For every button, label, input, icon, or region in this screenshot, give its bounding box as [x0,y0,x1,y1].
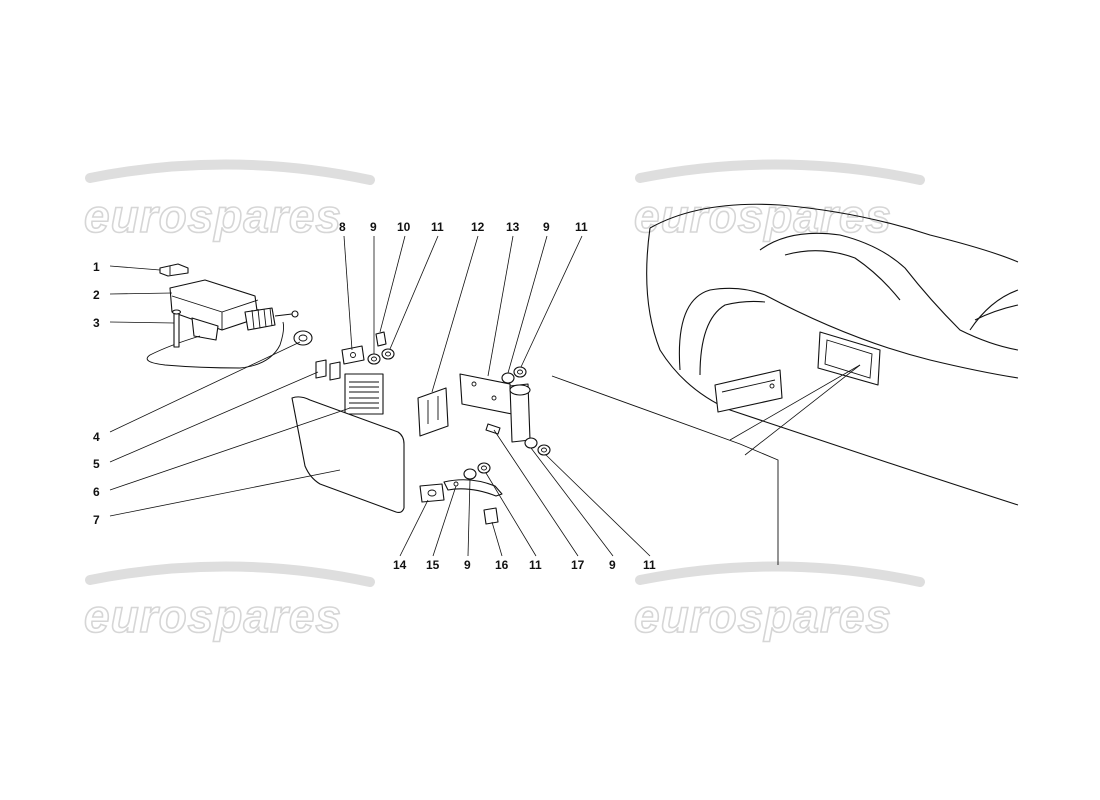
callout-6: 6 [93,485,100,499]
watermark-text: eurospares [634,190,892,242]
callout-11: 11 [575,220,588,234]
part-17-screw [485,423,501,435]
callout-10: 10 [397,220,411,234]
part-8-bracket [341,345,365,365]
callout-1: 1 [93,260,100,274]
part-9-nut-a [367,353,381,365]
watermark-bottom-left: eurospares [83,561,375,643]
callout-labels: 1 2 3 4 5 6 7 8 9 10 11 12 13 9 11 14 15… [93,220,656,572]
watermark-top-left: eurospares [83,159,375,243]
watermark-bottom-right: eurospares [633,561,925,643]
callout-8: 8 [339,220,346,234]
callout-7: 7 [93,513,100,527]
part-9-nut-c [463,468,477,480]
watermark-text: eurospares [84,190,342,242]
part-14-washer [419,483,445,503]
callout-9: 9 [464,558,471,572]
callout-5: 5 [93,457,100,471]
callout-17: 17 [571,558,585,572]
part-9-nut-b [501,372,515,384]
part-15-strap [443,479,503,497]
part-4-grommet [293,330,313,346]
part-1-clip [159,263,189,277]
callout-3: 3 [93,316,100,330]
part-10-bolt [375,331,387,347]
car-rear-quarter-outline [551,203,1019,565]
leader-lines [109,235,651,557]
callout-11: 11 [643,558,656,572]
callout-16: 16 [495,558,509,572]
part-11-nut-a [381,348,395,360]
part-7-fuel-flap [291,396,405,514]
part-11-nut-c [477,462,491,474]
watermark-text: eurospares [634,590,892,642]
callout-9: 9 [370,220,377,234]
part-12-spacer [417,387,449,437]
part-13-hinge [459,373,531,443]
watermark-top-right: eurospares [633,159,925,243]
callout-11: 11 [431,220,444,234]
callout-11: 11 [529,558,542,572]
callout-2: 2 [93,288,100,302]
callout-15: 15 [426,558,440,572]
callout-14: 14 [393,558,407,572]
part-6-label-plate [344,373,384,415]
part-3-pin [171,309,182,348]
part-5-clip-set [315,359,341,381]
part-11-nut-b [513,366,527,378]
part-9-nut-d [524,437,538,449]
callout-9: 9 [543,220,550,234]
watermark-text: eurospares [84,590,342,642]
callout-12: 12 [471,220,485,234]
callout-13: 13 [506,220,520,234]
callout-4: 4 [93,430,100,444]
part-11-nut-d [537,444,551,456]
part-16-clip [483,507,499,525]
callout-9: 9 [609,558,616,572]
